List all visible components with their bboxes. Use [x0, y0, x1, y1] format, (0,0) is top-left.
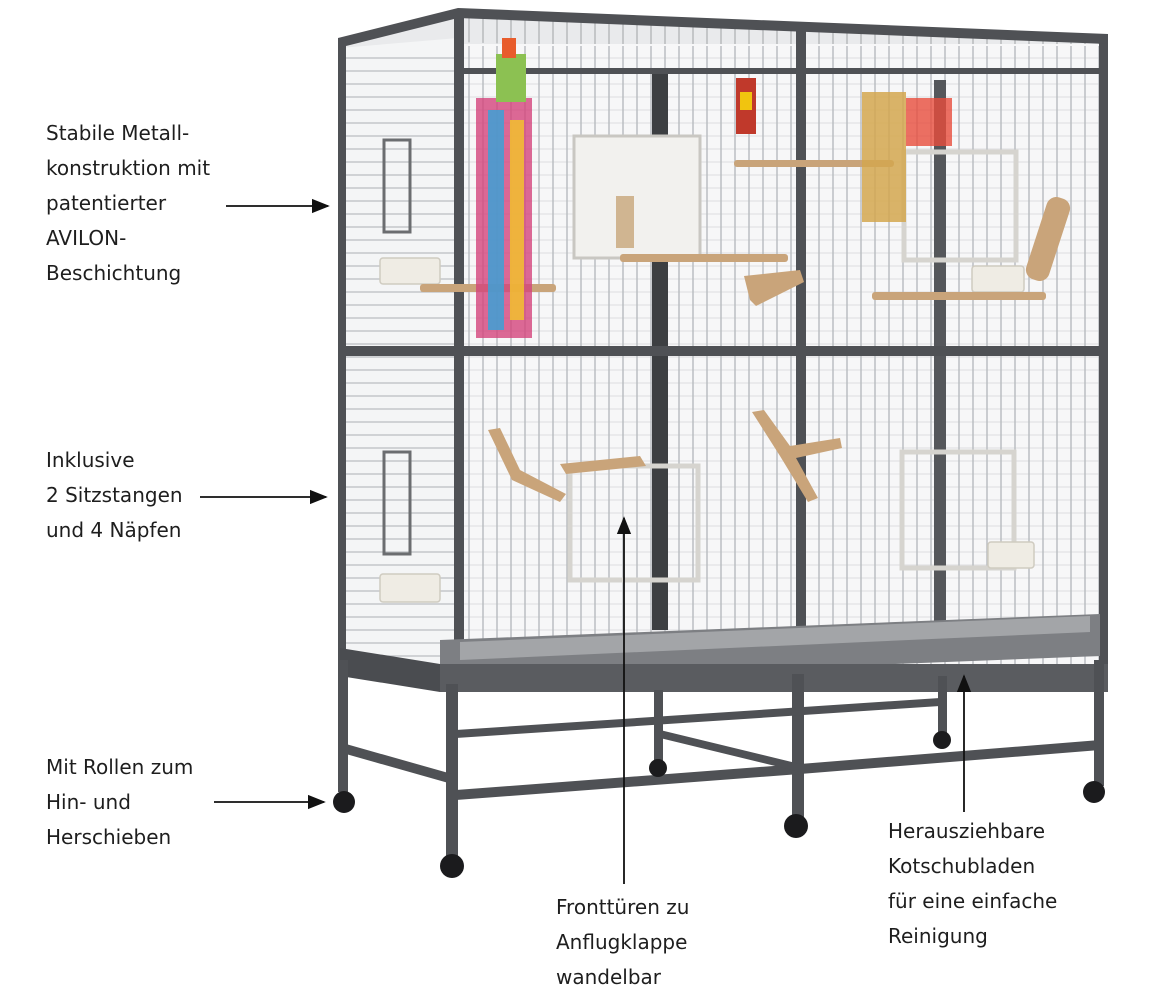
annotation-arrows: [200, 198, 972, 884]
door-upper-left: [572, 134, 702, 260]
door-lower-right: [899, 449, 1017, 571]
stand: [338, 660, 1104, 856]
annotation-doors: Fronttüren zu Anflugklappe wandelbar: [556, 895, 690, 989]
annotation-drawers: Herausziehbare Kotschubladen für eine ei…: [888, 819, 1058, 948]
wheels: [333, 731, 1105, 878]
hanging-toys: [476, 38, 952, 338]
cage-frame: [338, 8, 1108, 680]
annotation-wheels: Mit Rollen zum Hin- und Herschieben: [46, 755, 194, 849]
annotation-frame: Stabile Metall- konstruktion mit patenti…: [46, 121, 211, 285]
feeding-bowls: [379, 257, 1035, 603]
drawer-base: [440, 664, 1108, 692]
annotation-perches: Inklusive 2 Sitzstangen und 4 Näpfen: [46, 448, 183, 542]
